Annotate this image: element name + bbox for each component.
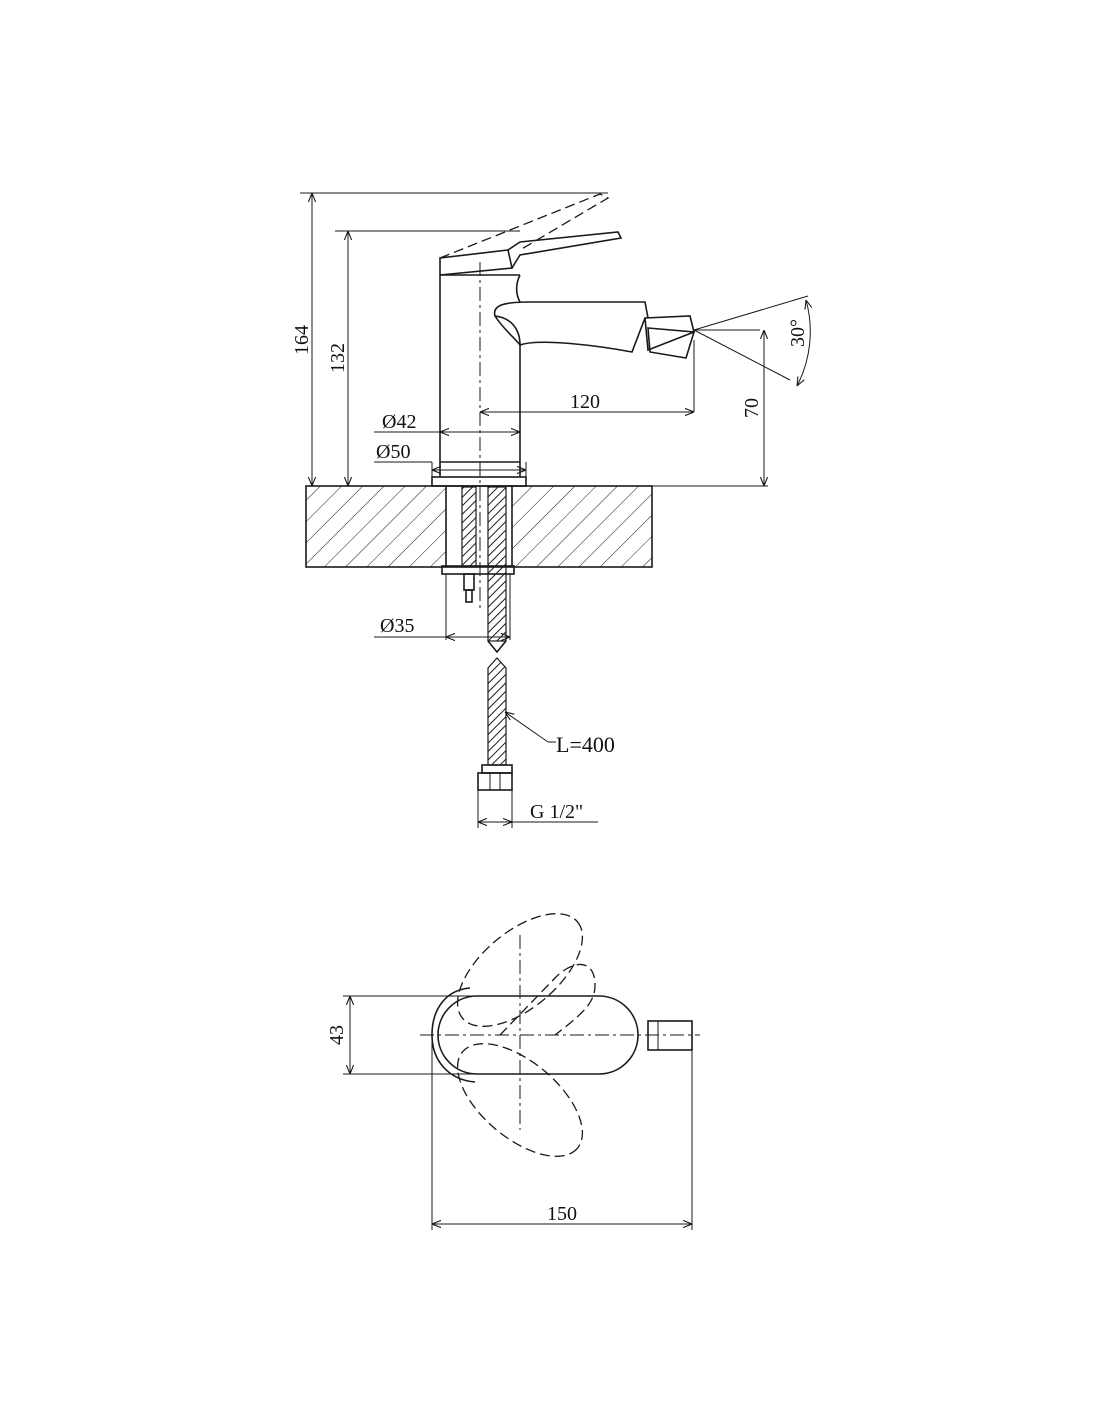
dim-hose-length: L=400 xyxy=(556,732,615,757)
dim-hole-diameter: Ø35 xyxy=(380,615,414,637)
dim-height-spout: 132 xyxy=(327,343,349,373)
dim-connection-thread: G 1/2" xyxy=(530,801,583,823)
top-view: 43 150 xyxy=(326,913,700,1230)
spray-nozzle xyxy=(644,295,810,386)
dim-spout-height: 70 xyxy=(741,398,763,418)
dim-top-length: 150 xyxy=(547,1203,577,1225)
mounting-assembly xyxy=(441,486,515,642)
dim-body-diameter: Ø42 xyxy=(382,411,416,433)
dim-base-diameter: Ø50 xyxy=(376,441,410,463)
dim-height-total: 164 xyxy=(291,325,313,355)
dimension-lines xyxy=(312,193,764,822)
lever-handle xyxy=(439,193,623,276)
side-view: 164 132 120 70 30° Ø42 Ø50 Ø35 L=400 G 1… xyxy=(291,192,810,828)
faucet-body xyxy=(431,262,649,610)
dim-spray-angle: 30° xyxy=(787,319,809,347)
dim-spout-reach: 120 xyxy=(570,391,600,413)
dim-top-width: 43 xyxy=(326,1025,348,1045)
top-body xyxy=(420,913,700,1157)
flexible-hose xyxy=(477,640,513,791)
countertop-section xyxy=(305,485,653,568)
